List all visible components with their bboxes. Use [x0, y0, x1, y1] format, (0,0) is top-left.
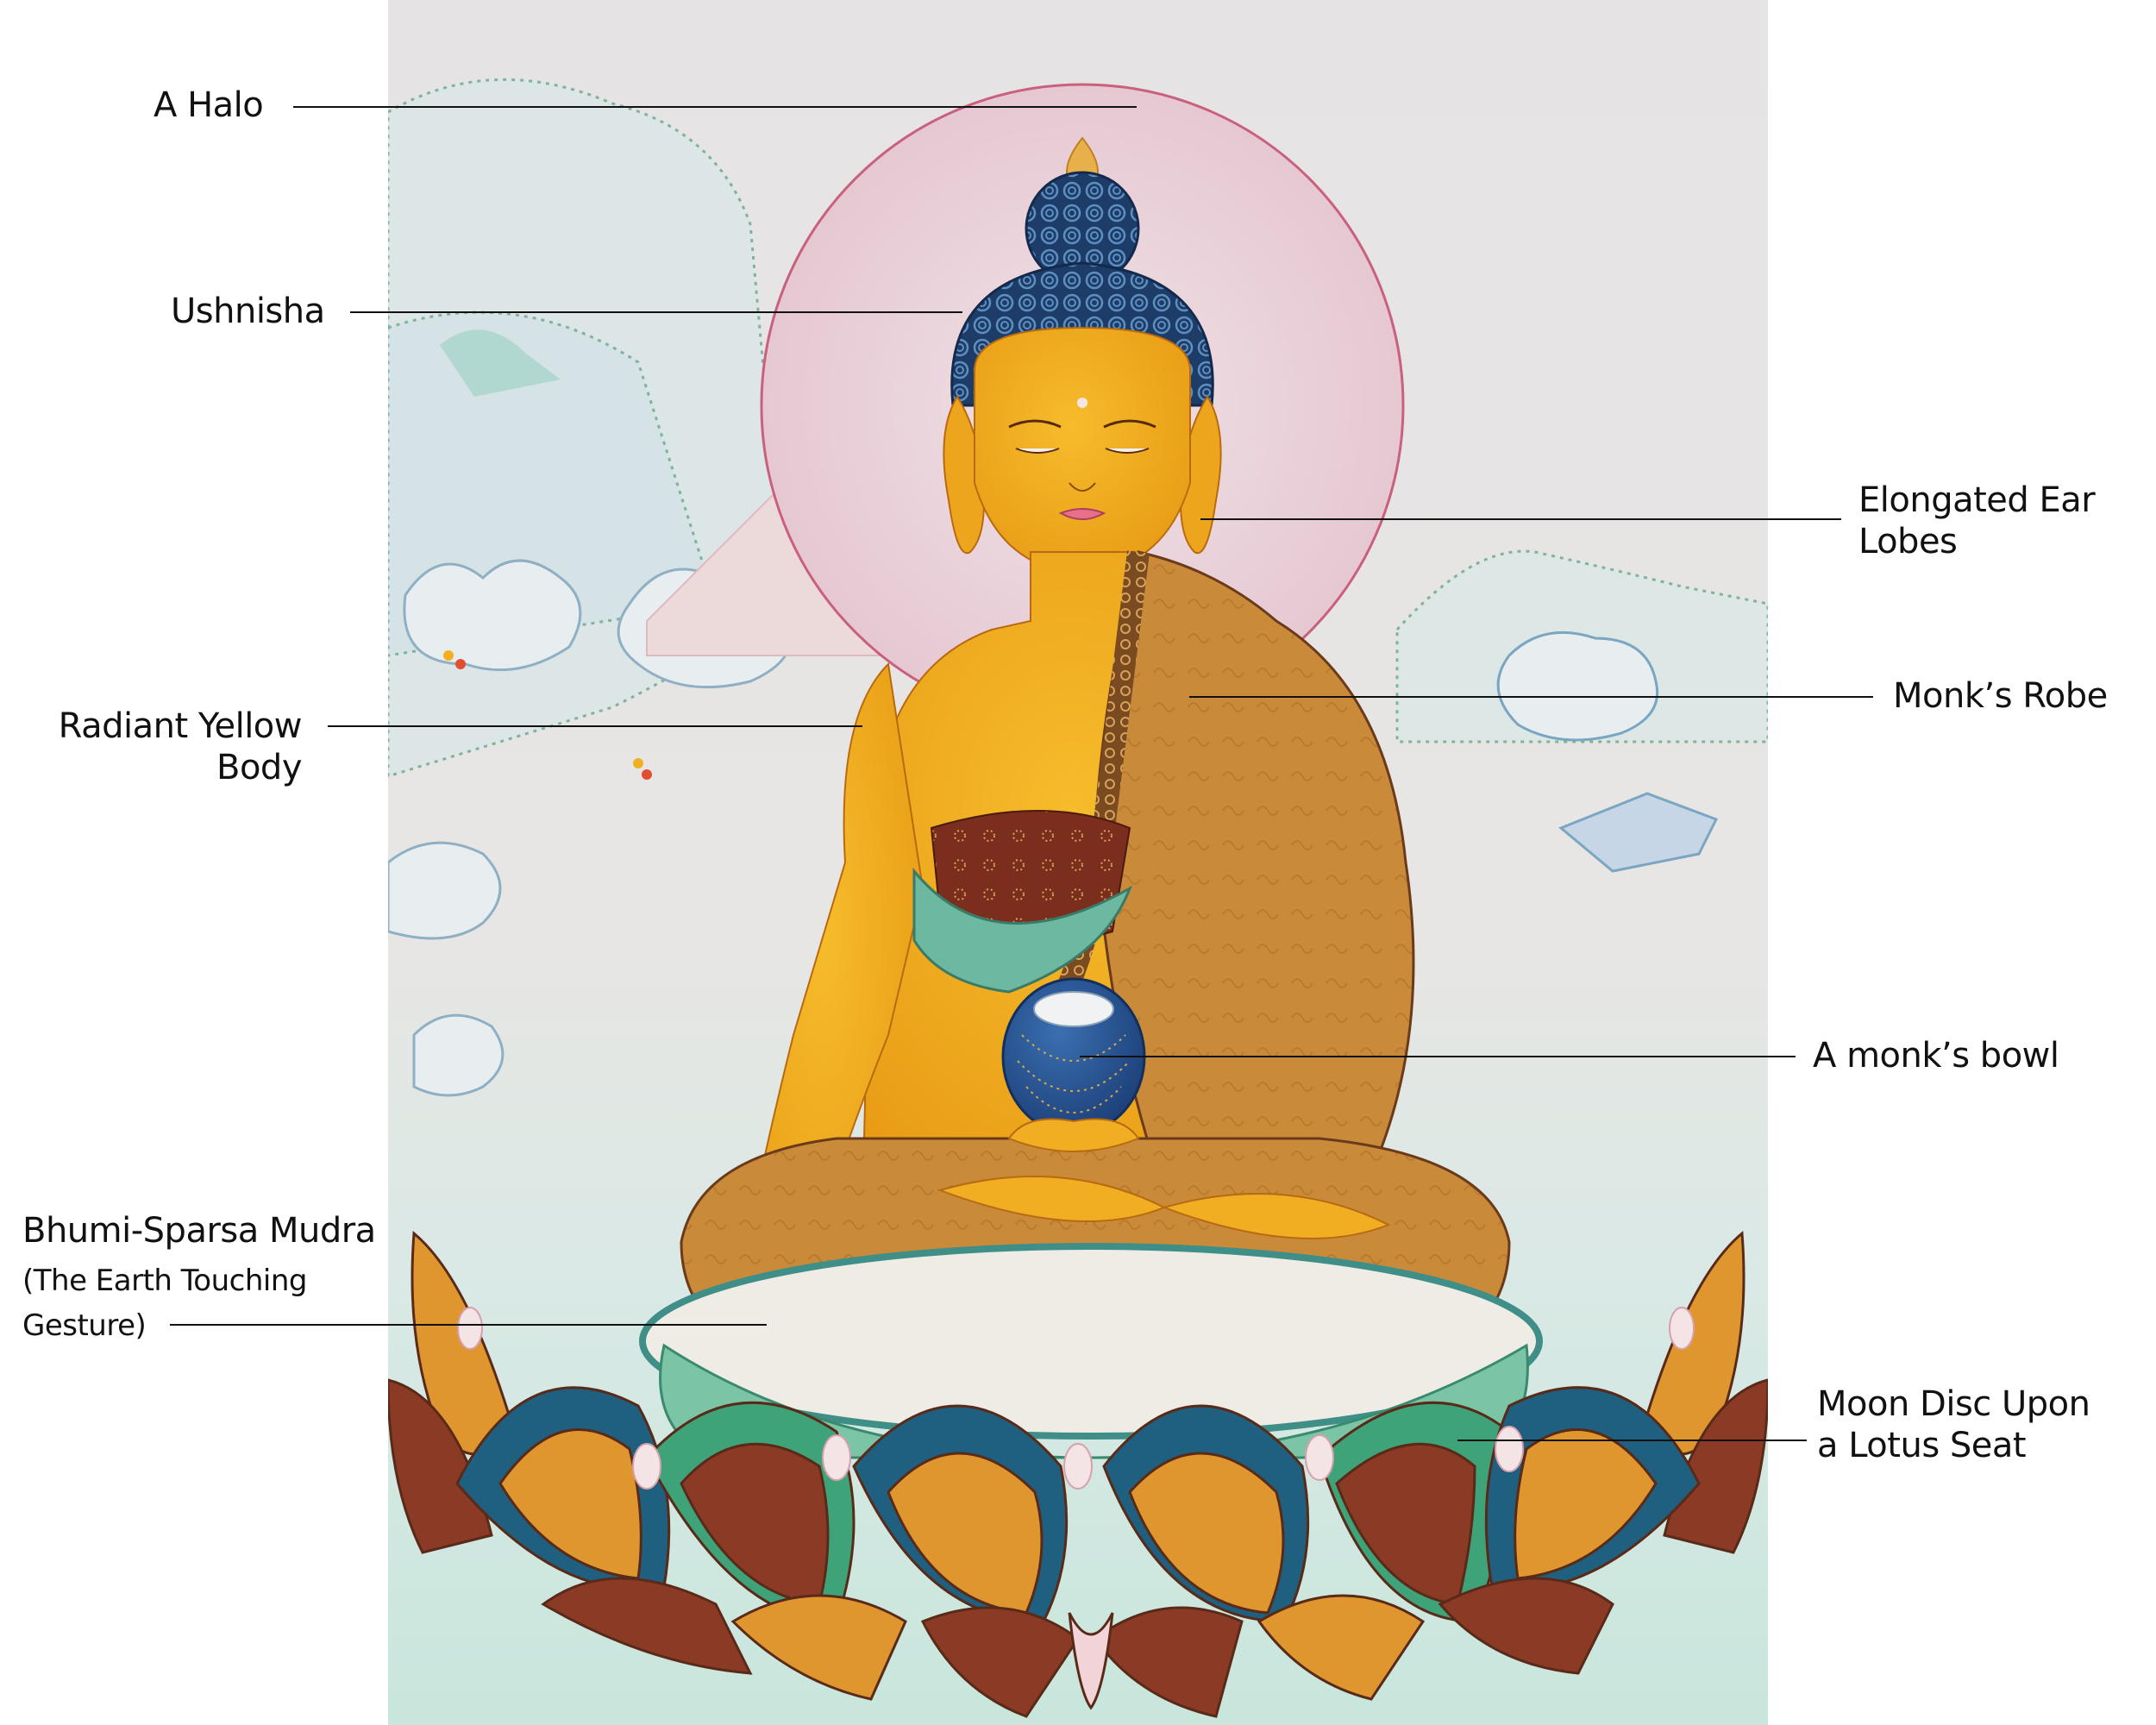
ushnisha-leader-line [350, 311, 962, 313]
label-seat-line1: Moon Disc Upon [1817, 1384, 2090, 1424]
label-mudra-line3: Gesture) [22, 1308, 147, 1343]
bowl-leader-line [1080, 1056, 1796, 1057]
halo-leader-line [293, 106, 1137, 108]
label-body-line2: Body [216, 748, 302, 787]
robe-leader-line [1189, 696, 1873, 698]
label-ear-lobes: Elongated Ear Lobes [1858, 480, 2096, 562]
lotus-seat [388, 1230, 1768, 1718]
label-mudra-line1: Bhumi-Sparsa Mudra [22, 1211, 376, 1251]
label-body: Radiant Yellow Body [41, 706, 303, 788]
label-ushnisha-text: Ushnisha [171, 292, 325, 331]
label-seat-line2: a Lotus Seat [1817, 1426, 2027, 1465]
label-body-line1: Radiant Yellow [58, 706, 303, 746]
bowl-shape [1001, 977, 1146, 1152]
moon-disc [639, 1243, 1543, 1440]
ear-lobes-leader-line [1200, 518, 1841, 520]
flowers [443, 650, 652, 780]
label-seat: Moon Disc Upon a Lotus Seat [1817, 1383, 2090, 1466]
green-sash [912, 867, 1132, 994]
label-ear-lobes-line2: Lobes [1858, 522, 1958, 561]
label-mudra-line2: (The Earth Touching [22, 1264, 307, 1298]
label-ear-lobes-line1: Elongated Ear [1858, 480, 2096, 520]
label-mudra: Bhumi-Sparsa Mudra [22, 1210, 376, 1251]
mudra-leader-line [170, 1324, 767, 1326]
label-robe-text: Monk’s Robe [1893, 676, 2108, 716]
seat-leader-line [1457, 1440, 1807, 1441]
body-leader-line [328, 725, 862, 727]
label-bowl: A monk’s bowl [1813, 1035, 2059, 1076]
label-halo: A Halo [154, 85, 264, 126]
label-bowl-text: A monk’s bowl [1813, 1036, 2059, 1076]
label-ushnisha: Ushnisha [171, 291, 325, 332]
thangka-painting [388, 0, 1768, 1725]
label-robe: Monk’s Robe [1893, 675, 2108, 717]
label-halo-text: A Halo [154, 85, 264, 125]
label-mudra-sub: (The Earth Touching Gesture) [22, 1258, 307, 1348]
